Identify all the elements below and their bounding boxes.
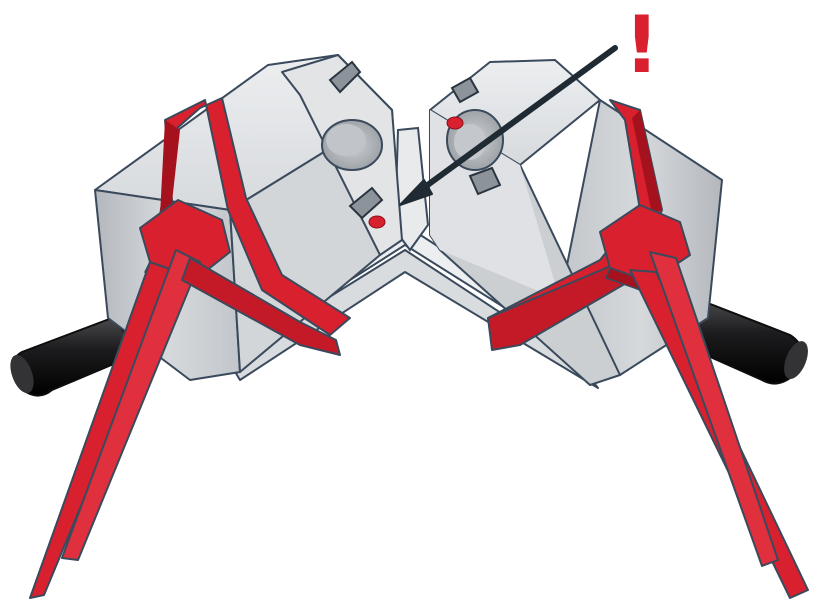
right-red-indicator: [447, 117, 463, 129]
left-red-indicator: [369, 216, 385, 228]
warning-mark: !: [624, 1, 660, 91]
